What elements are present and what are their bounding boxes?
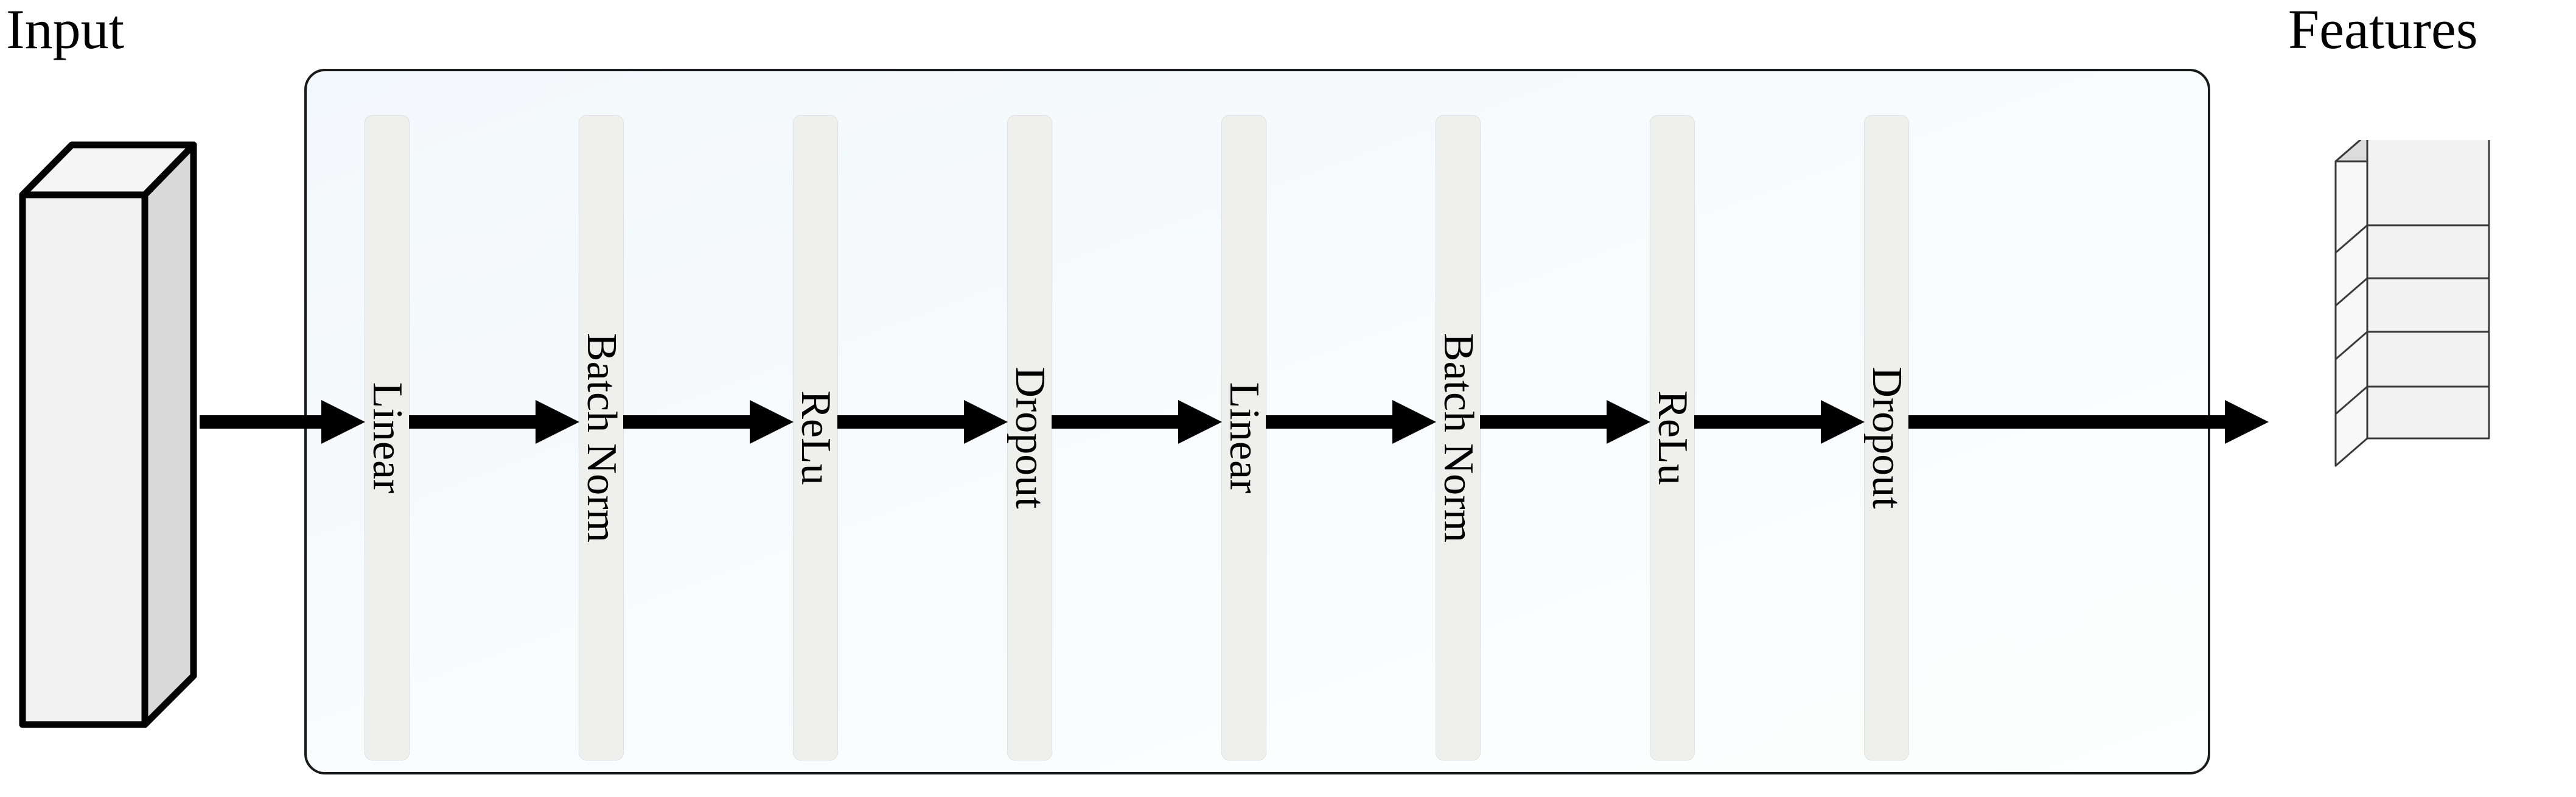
- arrow-input-to-linear-1: [200, 400, 365, 444]
- layer-block-batchnorm-1[interactable]: Batch Norm: [578, 116, 625, 760]
- layer-block-dropout-1[interactable]: Dropout: [1007, 116, 1053, 760]
- layer-label: Linear: [364, 382, 411, 494]
- features-slab-front-1: [2366, 133, 2490, 226]
- features-stack: [2312, 133, 2576, 794]
- features-label: Features: [2288, 0, 2478, 60]
- layer-label: Dropout: [1007, 367, 1053, 509]
- input-cuboid-side-face: [141, 141, 197, 728]
- layer-block-relu-1[interactable]: ReLu: [792, 116, 839, 760]
- input-cuboid: [0, 49, 207, 737]
- layer-label: Batch Norm: [578, 332, 625, 543]
- layer-block-dropout-2[interactable]: Dropout: [1863, 116, 1910, 760]
- arrow-linear-1-to-batchnorm-1: [409, 400, 579, 444]
- arrow-batchnorm-2-to-relu-2: [1480, 400, 1650, 444]
- layer-block-linear-1[interactable]: Linear: [364, 116, 411, 760]
- layer-label: ReLu: [792, 390, 839, 485]
- arrow-dropout-1-to-linear-2: [1052, 400, 1222, 444]
- layer-label: ReLu: [1649, 390, 1696, 485]
- layer-block-linear-2[interactable]: Linear: [1221, 116, 1268, 760]
- layer-block-relu-2[interactable]: ReLu: [1649, 116, 1696, 760]
- layer-block-batchnorm-2[interactable]: Batch Norm: [1435, 116, 1482, 760]
- arrow-linear-2-to-batchnorm-2: [1266, 400, 1436, 444]
- input-cuboid-front-face: [19, 191, 148, 728]
- layer-label: Linear: [1221, 382, 1268, 494]
- arrow-relu-2-to-dropout-2: [1694, 400, 1865, 444]
- input-label: Input: [6, 0, 125, 60]
- arrow-dropout-2-to-features: [1908, 400, 2310, 444]
- arrow-batchnorm-1-to-relu-1: [623, 400, 794, 444]
- layer-label: Batch Norm: [1435, 332, 1482, 543]
- arrow-relu-1-to-dropout-1: [837, 400, 1008, 444]
- layer-label: Dropout: [1863, 367, 1910, 509]
